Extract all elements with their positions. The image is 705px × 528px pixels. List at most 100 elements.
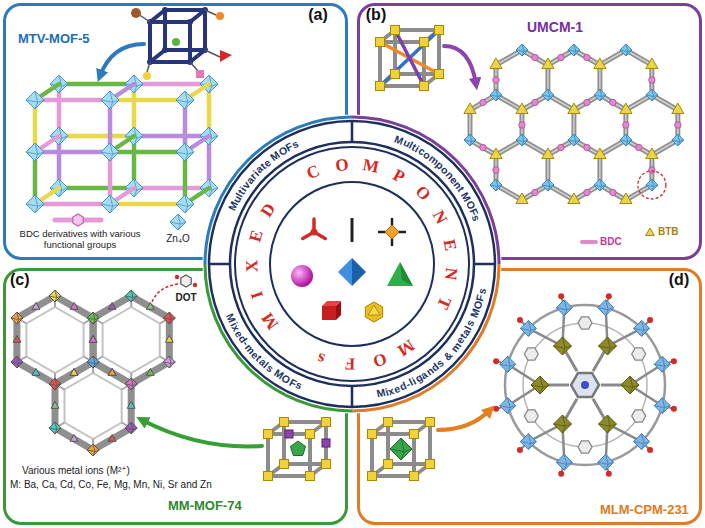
btb-linker	[620, 193, 632, 204]
tetratopic-linker	[385, 225, 399, 239]
ditopic-linker	[351, 218, 354, 242]
oxygen-atom	[606, 471, 612, 477]
metal-octahedron	[598, 300, 614, 316]
metal-polyhedron	[108, 369, 116, 376]
functional-group-bond	[147, 62, 150, 72]
bdc-linker	[675, 122, 681, 128]
metal-octahedron-facet	[606, 454, 608, 470]
zn4o-cluster-facet	[568, 140, 580, 142]
corner-cube	[306, 430, 315, 439]
corner-cube	[384, 418, 393, 427]
metal-octahedron-facet	[634, 442, 650, 444]
channel-wall	[55, 362, 131, 450]
channel-inner	[103, 307, 160, 373]
corner-cube	[420, 82, 429, 91]
metal-polyhedron-facet	[93, 444, 95, 456]
band-divider	[351, 386, 354, 407]
corner-cube	[285, 430, 293, 438]
zn4o-cluster-facet	[101, 100, 119, 102]
glyph	[281, 179, 295, 195]
metal-tetrahedron	[400, 262, 413, 286]
zn4o-cluster	[672, 134, 684, 146]
metal-tetrahedron	[387, 262, 413, 286]
rod-ring	[523, 323, 647, 447]
metal-octahedron-facet	[598, 462, 614, 464]
metal-polyhedron	[49, 378, 61, 390]
metal-list: M: Ba, Ca, Cd, Co, Fe, Mg, Mn, Ni, Sr an…	[10, 479, 212, 491]
zn4o-cluster-facet	[110, 195, 113, 213]
btb-linker	[594, 58, 606, 69]
structure-name: MTV-MOF-5	[18, 32, 90, 47]
zn4o-cluster	[568, 134, 580, 146]
oxygen-atom	[671, 406, 677, 412]
btb-linker	[516, 103, 528, 114]
metal-polyhedron	[108, 303, 116, 310]
corner-cube	[264, 430, 273, 439]
metal-polyhedron	[87, 356, 99, 368]
metal-octahedron-facet	[642, 434, 644, 450]
central-ring	[571, 373, 599, 397]
mixed-metal-icon	[264, 418, 331, 481]
channel-inner	[26, 307, 83, 373]
zn4o-cluster-facet	[101, 204, 119, 206]
zn4o-cluster	[26, 143, 44, 161]
corner-cube	[384, 460, 393, 469]
curved-arrow	[142, 420, 262, 446]
category-ring: Multivariate MOFsMulticomponent MOFsMixe…	[202, 114, 502, 414]
metal-octahedron-facet	[508, 356, 510, 372]
bdc-linker	[519, 122, 525, 128]
zn4o-cluster	[620, 44, 632, 56]
cluster-legend-facet	[170, 222, 186, 224]
metal-polyhedron	[70, 369, 78, 376]
tritopic-linker	[311, 229, 318, 236]
zn4o-cluster	[176, 143, 194, 161]
metal-polyhedron-facet	[11, 318, 23, 320]
oxygen-atom	[493, 406, 499, 412]
metal-polyhedron-facet	[169, 312, 171, 324]
cube-edge	[150, 22, 190, 62]
metal-octahedron	[352, 258, 366, 286]
linker-strut	[134, 186, 209, 191]
panel-letter: (d)	[669, 271, 689, 289]
zn4o-cluster	[542, 179, 554, 191]
metal-octahedron-facet	[634, 328, 650, 330]
metal-octahedron	[634, 320, 650, 336]
linker-strut	[35, 202, 110, 207]
metal-octahedron-facet	[606, 300, 608, 316]
zn4o-cluster-facet	[574, 44, 576, 56]
btb-linker	[490, 148, 502, 159]
zn4o-cluster-facet	[646, 185, 658, 187]
zn4o-cluster-facet	[35, 143, 38, 161]
metal-polyhedron-facet	[49, 384, 61, 386]
curved-arrow	[438, 410, 490, 430]
btb-linker	[516, 193, 528, 204]
metal-polyhedron-facet	[17, 312, 19, 324]
metal-octahedron	[500, 356, 516, 372]
corner-cube	[306, 472, 315, 481]
zn4o-cluster	[516, 134, 528, 146]
metal-polyhedron	[163, 312, 175, 324]
zn4o-cluster	[490, 179, 502, 191]
metal-octahedron-facet	[554, 424, 572, 426]
bdc-linker	[649, 167, 655, 173]
corner-cube	[280, 460, 289, 469]
glyph: N	[442, 267, 460, 281]
zn4o-cluster-facet	[110, 91, 113, 109]
btb-linker	[646, 58, 658, 69]
curved-arrow	[100, 44, 144, 76]
zn4o-cluster-facet	[574, 134, 576, 146]
zn4o-cluster-facet	[176, 100, 194, 102]
zn4o-cluster	[620, 134, 632, 146]
btb-linker	[620, 103, 632, 114]
linker-strut	[59, 82, 134, 87]
zn4o-cluster-facet	[26, 100, 44, 102]
metal-note: Various metal ions (M²⁺)	[22, 465, 130, 477]
metal-polyhedron	[125, 422, 137, 434]
zn4o-cluster-facet	[185, 143, 188, 161]
metal-octahedron	[531, 376, 549, 394]
category-label: Mixed-ligands & metals MOFs	[373, 284, 489, 401]
metal-polyhedron-facet	[49, 428, 61, 430]
zn4o-cluster	[101, 91, 119, 109]
glyph: D	[258, 200, 279, 220]
metal-octahedron-facet	[608, 337, 611, 355]
